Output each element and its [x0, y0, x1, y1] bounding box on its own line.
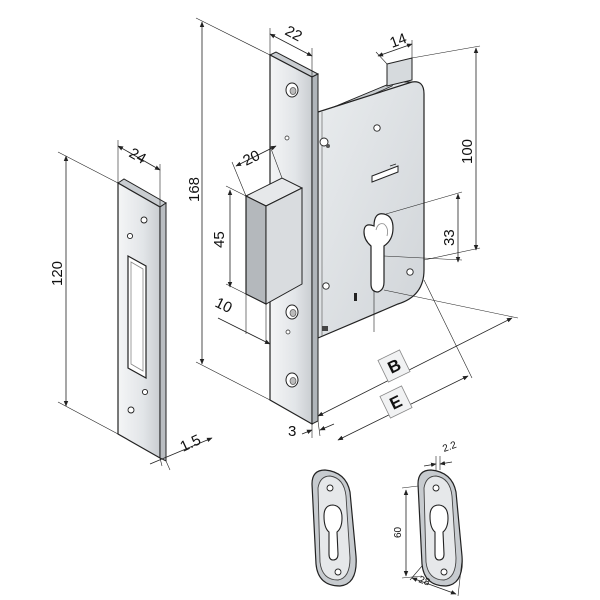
- bolt-depth-label: 20: [240, 147, 262, 170]
- faceplate-thickness-dimension: 3: [288, 420, 335, 440]
- cylinder-cutout: [363, 213, 394, 293]
- overall-depth-tag: E: [379, 385, 413, 419]
- overall-height-dimension: 168: [186, 17, 271, 401]
- keyhole-cutout: [429, 504, 449, 561]
- strike-height-dimension: 120: [49, 151, 119, 435]
- case-face: [317, 81, 425, 339]
- screw-hole: [127, 406, 135, 414]
- case-height-dimension: 100: [411, 45, 481, 261]
- bolt-offset-dimension: 10: [212, 294, 271, 345]
- cylinder-offset-label: 33: [441, 229, 458, 246]
- rosette-thickness-label: 2.2: [441, 440, 458, 455]
- bolt-height-dimension: 45: [211, 185, 247, 295]
- rosette-left: [311, 469, 357, 587]
- lock-body: [317, 81, 425, 339]
- bolt-face: [245, 195, 267, 305]
- overall-height-label: 168: [186, 177, 203, 202]
- strike-width-dimension: 24: [117, 140, 161, 207]
- strike-plate: [117, 178, 167, 462]
- bolt-depth-dimension: 20: [231, 145, 283, 197]
- bolt-height-label: 45: [211, 231, 228, 248]
- strike-thickness-label: 1.5: [178, 431, 204, 455]
- strike-width-label: 24: [126, 145, 149, 168]
- faceplate-side: [311, 73, 319, 425]
- bolt-offset-label: 10: [212, 294, 234, 317]
- faceplate-width-dimension: 22: [269, 23, 313, 77]
- faceplate-width-label: 22: [282, 23, 305, 46]
- screw-hole: [140, 216, 148, 224]
- rosette-width-label: 28: [417, 574, 432, 588]
- overall-depth-dimension: E: [337, 279, 473, 441]
- cylinder-offset-dimension: 33: [383, 191, 463, 263]
- screw-hole: [126, 232, 134, 240]
- screw-hole: [285, 82, 299, 98]
- latch-opening: [127, 254, 147, 380]
- rosette-thickness-dimension: 2.2: [423, 440, 459, 470]
- strike-height-label: 120: [49, 261, 66, 286]
- rosette-height-label: 60: [393, 526, 404, 538]
- rosette-width-dimension: 28: [409, 559, 463, 597]
- keyhole-cutout: [323, 504, 343, 561]
- bolt-side: [265, 187, 303, 305]
- screw-hole: [141, 388, 149, 396]
- case-back-strip: [386, 57, 413, 87]
- rosette-height-dimension: 60: [393, 485, 423, 579]
- screw-hole: [285, 372, 299, 388]
- deadbolt: [244, 177, 304, 305]
- case-height-label: 100: [459, 139, 476, 164]
- case-depth-dimension: 14: [375, 30, 413, 65]
- case-depth-label: 14: [388, 30, 409, 52]
- backset-tag: B: [377, 349, 411, 383]
- strike-plate-side: [159, 202, 167, 462]
- rosette-right: [417, 469, 463, 587]
- screw-hole: [285, 304, 299, 320]
- faceplate-thickness-label: 3: [288, 423, 296, 440]
